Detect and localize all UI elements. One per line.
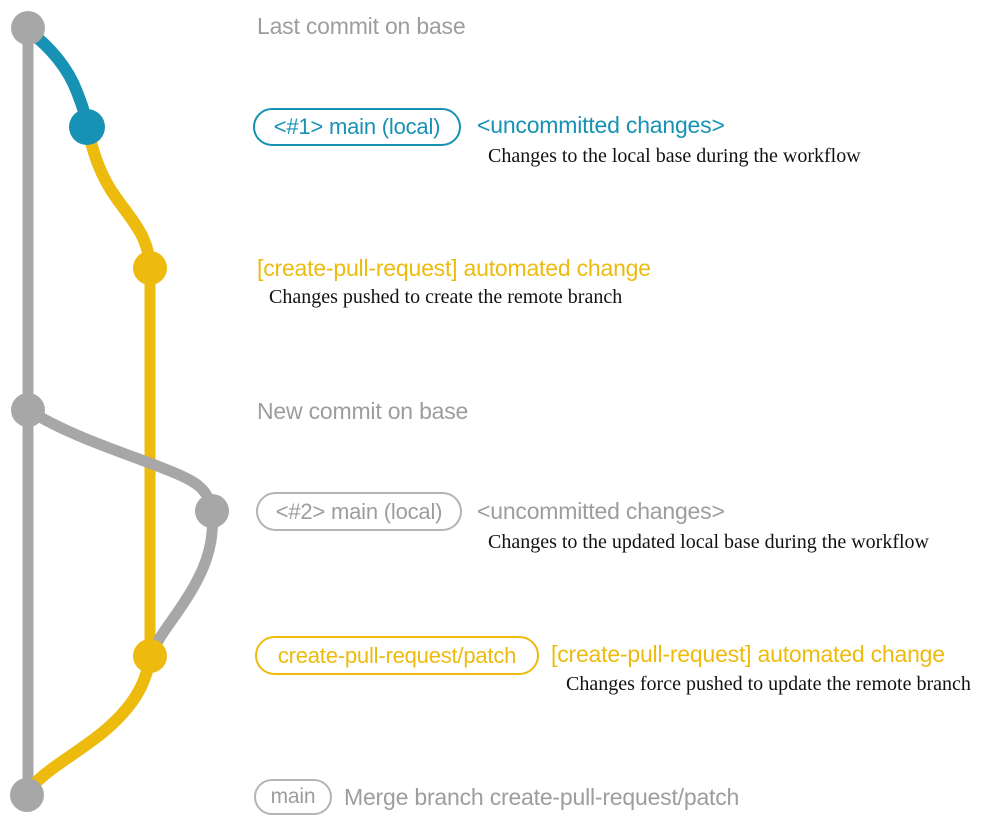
commit-node-merge [10, 778, 44, 812]
branch-badge-main: main [254, 779, 332, 815]
status-uncommitted-changes-1: <uncommitted changes> [477, 112, 725, 138]
commit-node-local-1 [69, 109, 105, 145]
commit-node-push-1 [133, 251, 167, 285]
commit-message-merge: Merge branch create-pull-request/patch [344, 784, 740, 810]
commit-message-push-1: [create-pull-request] automated change [257, 255, 651, 281]
note-push-2: Changes force pushed to update the remot… [566, 673, 971, 695]
commit-message-push-2: [create-pull-request] automated change [551, 641, 945, 667]
branch-badge-main-local-2: <#2> main (local) [256, 492, 462, 531]
commit-node-last-base [11, 11, 45, 45]
note-local-1: Changes to the local base during the wor… [488, 145, 861, 167]
edge-merge-patch-into-main [22, 651, 156, 797]
edge-local-2-to-patch [146, 506, 218, 660]
label-new-commit-on-base: New commit on base [257, 398, 469, 424]
commit-node-push-2 [133, 639, 167, 673]
status-uncommitted-changes-2: <uncommitted changes> [477, 498, 725, 524]
branch-badge-main-local-1: <#1> main (local) [253, 108, 461, 146]
commit-node-new-base [11, 393, 45, 427]
branch-badge-create-pull-request-patch: create-pull-request/patch [255, 636, 539, 675]
commit-node-local-2 [195, 494, 229, 528]
note-local-2: Changes to the updated local base during… [488, 531, 929, 553]
note-push-1: Changes pushed to create the remote bran… [269, 286, 623, 308]
label-last-commit-on-base: Last commit on base [257, 13, 466, 39]
edge-push-create-branch [81, 121, 156, 272]
edge-new-base-to-local-2 [22, 404, 218, 516]
